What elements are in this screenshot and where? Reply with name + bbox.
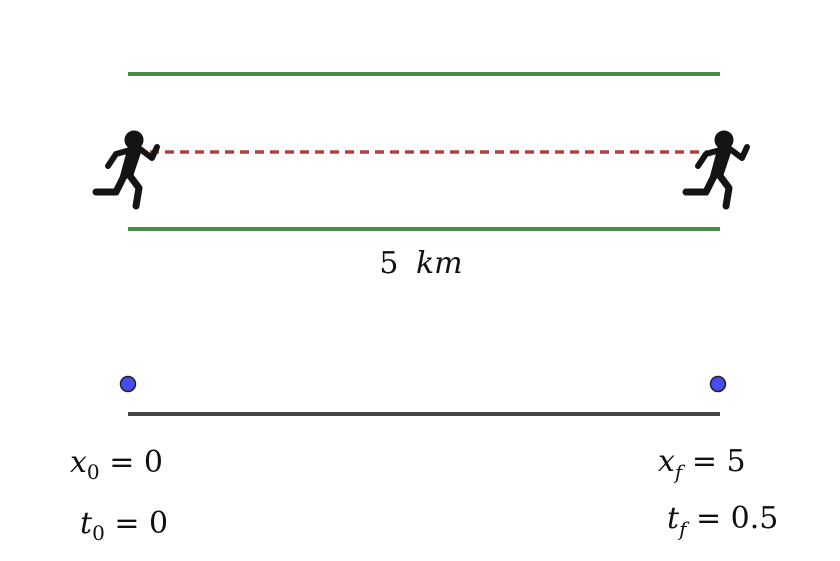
distance-unit: km bbox=[416, 246, 463, 281]
distance-label: 5 km bbox=[379, 246, 462, 281]
end-point bbox=[709, 375, 727, 393]
distance-value: 5 bbox=[379, 246, 398, 281]
start-time-label: t0 = 0 bbox=[80, 506, 168, 545]
running-person-icon bbox=[686, 131, 747, 206]
start-position-label: x0 = 0 bbox=[70, 445, 163, 484]
running-person-icon bbox=[96, 131, 157, 206]
start-point bbox=[119, 375, 137, 393]
end-position-label: xf = 5 bbox=[658, 444, 746, 484]
end-time-label: tf = 0.5 bbox=[667, 501, 778, 541]
